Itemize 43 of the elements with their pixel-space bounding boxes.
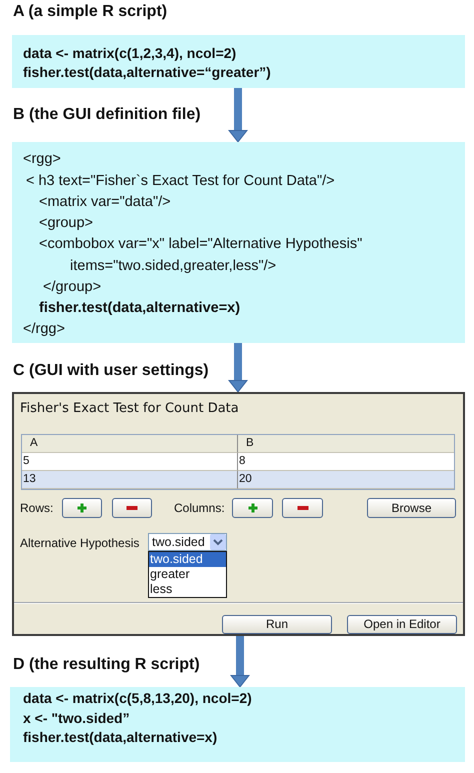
code-line: data <- matrix(c(1,2,3,4), ncol=2)	[23, 44, 236, 62]
list-option: greater	[149, 567, 226, 582]
column-header: B	[238, 435, 454, 453]
code-line: <combobox var="x" label="Alternative Hypothesis"	[39, 235, 362, 254]
code-line: <group>	[39, 214, 94, 234]
panel-heading: A (a simple R script)	[13, 2, 168, 22]
field-label: Columns:	[174, 500, 225, 516]
code-line: <matrix var="data"/>	[39, 192, 171, 212]
code-line: x <- "two.sided”	[23, 708, 130, 728]
dropdown-select: two.sided	[148, 533, 227, 551]
code-line: fisher.test(data,alternative=“greater”)	[23, 62, 271, 82]
panel-heading: C (GUI with user settings)	[13, 361, 209, 381]
column-header: A	[22, 435, 238, 453]
code-line: fisher.test(data,alternative=x)	[39, 299, 240, 318]
arrow	[228, 88, 248, 142]
arrow	[228, 343, 248, 392]
run-button: Run	[222, 615, 332, 634]
code-line: </rgg>	[23, 320, 65, 340]
code-line: fisher.test(data,alternative=x)	[23, 728, 218, 747]
table-cell: 13	[22, 471, 238, 489]
minus-button	[112, 498, 152, 518]
panel-heading: D (the resulting R script)	[13, 655, 200, 675]
field-label: Alternative Hypothesis	[20, 535, 140, 551]
table-cell: 5	[22, 453, 238, 471]
dropdown-list	[148, 551, 227, 598]
code-line: data <- matrix(c(5,8,13,20), ncol=2)	[23, 689, 252, 708]
code-line: items="two.sided,greater,less"/>	[70, 256, 276, 276]
arrow	[230, 636, 250, 688]
code-line: </group>	[43, 278, 102, 297]
plus-button	[62, 498, 102, 518]
list-option: less	[149, 582, 226, 597]
code-line: <rgg>	[23, 150, 61, 170]
panel-heading: B (the GUI definition file)	[13, 105, 201, 125]
list-option: two.sided	[149, 552, 226, 567]
table-cell: 8	[238, 453, 454, 471]
plus-button	[232, 498, 273, 518]
table-cell: 20	[238, 471, 454, 489]
code-line: < h3 text="Fisher`s Exact Test for Count Data"/>	[26, 172, 335, 191]
window-title: Fisher's Exact Test for Count Data	[20, 400, 239, 418]
field-label: Rows:	[20, 500, 54, 516]
open-editor-button: Open in Editor	[347, 615, 457, 634]
minus-button	[282, 498, 323, 518]
browse-button: Browse	[367, 498, 456, 518]
